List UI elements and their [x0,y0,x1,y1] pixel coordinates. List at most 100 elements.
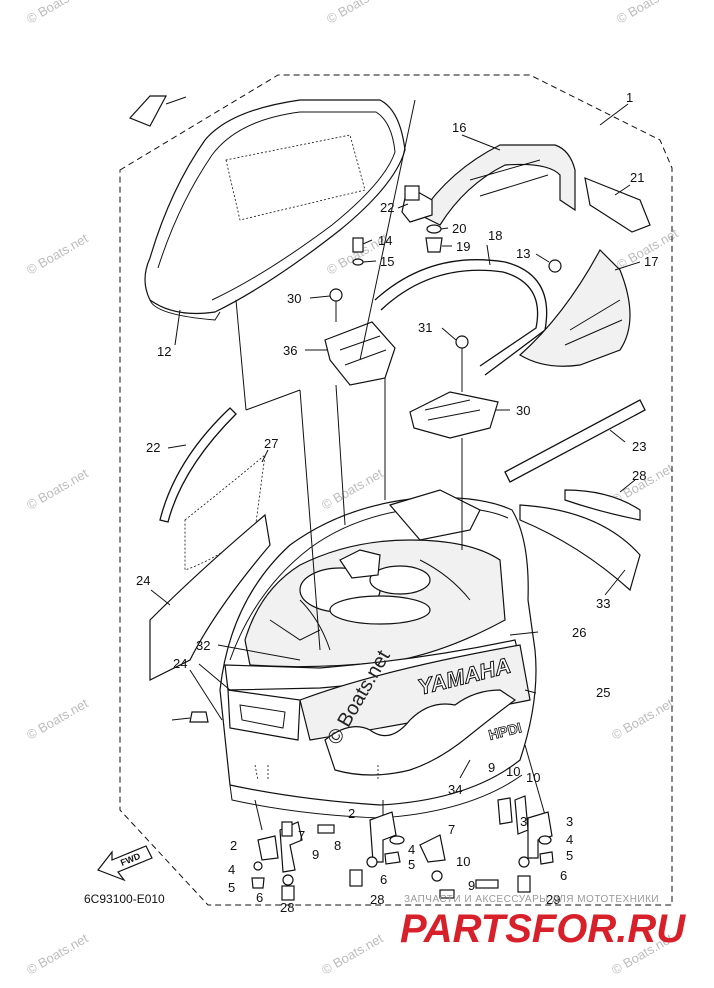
callout-2b: 2 [348,806,355,821]
callout-27: 28 [632,468,646,483]
callout-14: 15 [380,254,394,269]
plate-part-32 [519,504,641,592]
dealer-logo-text: PARTSFOR.RU [400,907,686,951]
bolt-part-9b [475,879,499,889]
callout-21: 22 [380,200,394,215]
callout-labels: 1 16 21 22 20 19 14 15 18 13 17 30 31 36… [136,90,658,915]
callout-23: 24 [173,656,187,671]
seal-part-22-right [504,399,646,483]
bolt-part-9c [439,889,455,899]
callout-9c: 9 [468,878,475,893]
bolt-part-21 [404,185,420,201]
callout-22b: 23 [632,439,646,454]
callout-16: 16 [452,120,466,135]
watermark-text: © Boats.net [609,695,676,742]
callout-26: 27 [264,436,278,451]
callout-7a: 7 [298,828,305,843]
grommet-part-12 [548,259,562,273]
callout-10c: 10 [506,764,520,779]
bottom-cowling: YAMAHA HPDI [219,489,537,819]
callout-5b: 5 [408,857,415,872]
watermark-text: © Boats.net [24,230,91,277]
callout-31: 32 [196,638,210,653]
bracket-part-16 [401,144,576,226]
callout-24a: 24 [136,573,150,588]
assembly-boundary [119,74,673,906]
washer-part-19 [426,224,442,234]
bracket-part-34 [324,288,396,386]
fwd-arrow: FWD [97,845,153,882]
screw-part-30b [455,335,469,349]
watermark-text: © Boats.net [324,0,391,27]
callout-3b: 3 [566,814,573,829]
callout-28a: 28 [280,900,294,915]
callout-33: 34 [448,782,462,797]
callout-5c: 5 [566,848,573,863]
callout-6a: 6 [256,890,263,905]
assembly-lines [189,99,546,831]
part-code: 6C93100-E010 [84,892,165,906]
watermark-text: © Boats.net [24,465,91,512]
callout-13: 14 [378,233,392,248]
callout-32: 33 [596,596,610,611]
callout-28b: 28 [370,892,384,907]
callout-8: 10 [526,770,540,785]
callout-18: 19 [456,239,470,254]
grommet-part-18 [425,237,443,253]
callout-30a: 30 [287,291,301,306]
callout-4c: 4 [566,832,573,847]
top-cover-part-11 [144,99,406,321]
callout-4b: 4 [408,842,415,857]
callout-25: 26 [572,625,586,640]
callout-30b: 31 [418,320,432,335]
bracket-part-15 [518,249,631,367]
pad-part-20 [584,177,651,233]
watermark-text: © Boats.net [614,0,681,27]
screw-part-30 [329,288,343,302]
latch-hardware-center [349,811,455,899]
watermark-text: © Boats.net [319,930,386,977]
callout-20: 21 [630,170,644,185]
callout-17: 18 [488,228,502,243]
seal-part-17 [374,259,548,376]
dealer-logo: ЗАПЧАСТИ И АКСЕССУАРЫ ДЛЯ МОТОТЕХНИКИ PA… [400,894,686,951]
latch-hardware-right [475,795,554,893]
label-part-36 [128,95,167,127]
callout-9a: 8 [334,838,341,853]
callout-leaders [150,96,641,779]
dealer-tagline: ЗАПЧАСТИ И АКСЕССУАРЫ ДЛЯ МОТОТЕХНИКИ [404,894,659,905]
callout-29: 30 [516,403,530,418]
grommet-part-35 [189,711,209,723]
callout-10a: 9 [312,847,319,862]
callout-5a: 5 [228,880,235,895]
callout-11: 12 [157,344,171,359]
callout-6b: 6 [380,872,387,887]
callout-12: 13 [516,246,530,261]
small-fasteners-upper [352,185,443,266]
callout-24b: 25 [596,685,610,700]
collar-part-13 [352,237,364,253]
watermark-text: © Boats.net [24,930,91,977]
callout-2a: 2 [230,838,237,853]
seal-part-22-left [159,407,237,523]
latch-hardware-left [251,821,335,901]
callout-7b: 7 [448,822,455,837]
bolt-part-9a [317,824,335,834]
callout-1: 1 [626,90,633,105]
callout-19: 20 [452,221,466,236]
plate-part-26 [184,454,266,571]
callout-28c: 29 [546,892,560,907]
watermark-text: © Boats.net [24,695,91,742]
seal-part-17-inner [380,269,539,367]
callout-6c: 6 [560,868,567,883]
decal-part-24-left [149,513,271,681]
callout-9b: 9 [488,760,495,775]
bracket-part-29 [409,335,499,439]
callout-15: 17 [644,254,658,269]
washer-part-14 [352,258,364,266]
watermark-text: © Boats.net [24,0,91,27]
callout-34: 36 [283,343,297,358]
callout-3a: 3 [520,814,527,829]
callout-10b: 10 [456,854,470,869]
